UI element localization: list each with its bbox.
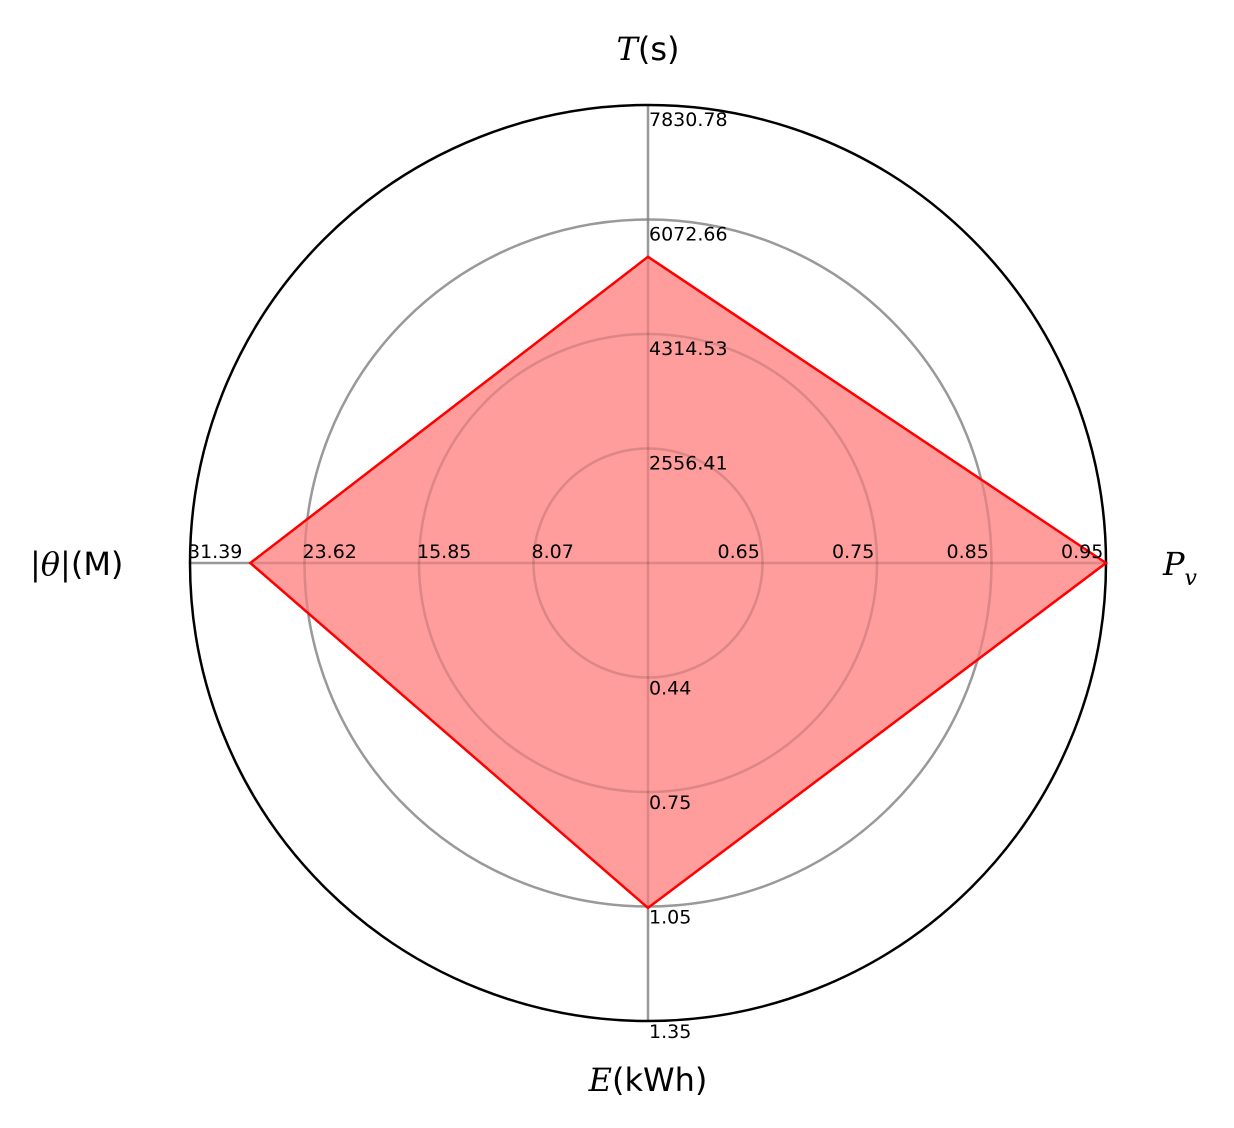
axis-label-T-symbol: T (617, 30, 641, 68)
axis-label-T-unit: (s) (638, 30, 680, 68)
tick-label-theta-3: 23.62 (303, 541, 357, 563)
axis-label-Pv-symbol: P (1162, 545, 1185, 583)
tick-label-Pv-4: 0.95 (1061, 541, 1103, 563)
tick-label-E-1: 0.44 (649, 678, 691, 700)
tick-label-Pv-2: 0.75 (832, 541, 874, 563)
series-layer (190, 105, 1109, 1021)
series-line-0 (248, 255, 1109, 910)
tick-label-T-3: 6072.66 (649, 224, 728, 246)
grid-ring-overlay-1 (532, 447, 764, 679)
series-fill-0 (250, 256, 1107, 908)
tick-label-layer: 2556.41 4314.53 6072.66 7830.78 0.65 0.75 0.85… (188, 109, 1103, 1043)
tick-label-E-3: 1.05 (649, 907, 691, 929)
axis-label-theta-symbol: |θ| (30, 545, 71, 583)
axis-label-T: T(s) (617, 30, 680, 68)
tick-label-Pv-3: 0.85 (947, 541, 989, 563)
tick-label-theta-4: 31.39 (188, 541, 242, 563)
tick-label-E-4: 1.35 (649, 1021, 691, 1043)
grid-ring-overlay-2 (417, 332, 879, 794)
axis-label-E-unit: (kWh) (612, 1061, 707, 1099)
axis-label-layer: T(s) PvE(kWh) |θ|(M) (30, 30, 1198, 1099)
tick-label-T-2: 4314.53 (649, 338, 728, 360)
tick-label-Pv-1: 0.65 (718, 541, 760, 563)
tick-label-theta-1: 8.07 (532, 541, 574, 563)
axis-label-theta: |θ|(M) (30, 545, 123, 583)
axis-label-Pv-subscript: v (1185, 566, 1198, 591)
axis-label-E-symbol: E (588, 1061, 612, 1099)
tick-label-T-1: 2556.41 (649, 453, 728, 475)
tick-label-theta-2: 15.85 (417, 541, 471, 563)
axis-label-E: E(kWh) (588, 1061, 708, 1099)
tick-label-E-2: 0.75 (649, 792, 691, 814)
tick-label-T-4: 7830.78 (649, 109, 728, 131)
axis-label-theta-unit: (M) (71, 545, 124, 583)
axis-label-Pv: Pv (1162, 545, 1198, 591)
